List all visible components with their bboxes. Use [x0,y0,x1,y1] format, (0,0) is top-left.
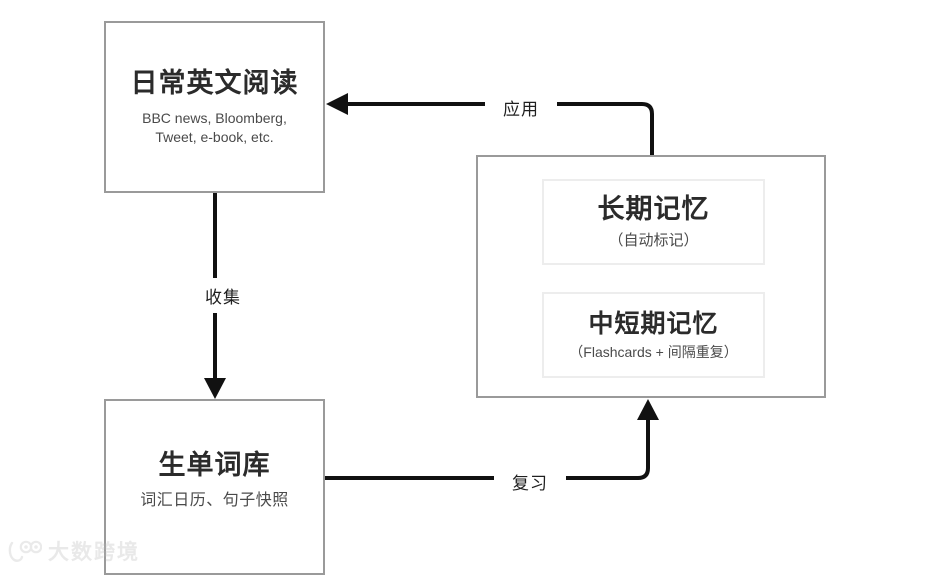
edge-label-review: 复习 [494,467,566,496]
node-long-term-memory-subtitle: （自动标记） [608,231,699,249]
node-short-mid-term-memory[interactable]: 中短期记忆 （Flashcards + 间隔重复） [542,292,765,378]
owl-logo-icon [8,540,43,562]
node-word-bank[interactable]: 生单词库 词汇日历、句子快照 [104,399,325,575]
edge-label-collect: 收集 [187,278,259,313]
edge-review [325,399,659,480]
node-word-bank-title: 生单词库 [158,449,271,480]
node-daily-reading-subtitle-line2: Tweet, e-book, etc. [155,128,274,145]
node-short-mid-term-memory-subtitle: （Flashcards + 间隔重复） [569,343,738,360]
node-daily-reading-subtitle: BBC news, Bloomberg, Tweet, e-book, etc. [142,109,287,147]
node-daily-reading-title: 日常英文阅读 [130,68,299,99]
node-long-term-memory[interactable]: 长期记忆 （自动标记） [542,179,765,265]
node-daily-reading-subtitle-line1: BBC news, Bloomberg, [142,109,287,126]
edge-label-apply: 应用 [485,93,557,122]
node-short-mid-term-memory-title: 中短期记忆 [588,309,719,338]
node-daily-reading[interactable]: 日常英文阅读 BBC news, Bloomberg, Tweet, e-boo… [104,21,325,193]
node-word-bank-subtitle: 词汇日历、句子快照 [140,491,289,509]
node-long-term-memory-title: 长期记忆 [597,194,710,225]
node-memory-panel[interactable]: 长期记忆 （自动标记） 中短期记忆 （Flashcards + 间隔重复） [476,155,826,398]
